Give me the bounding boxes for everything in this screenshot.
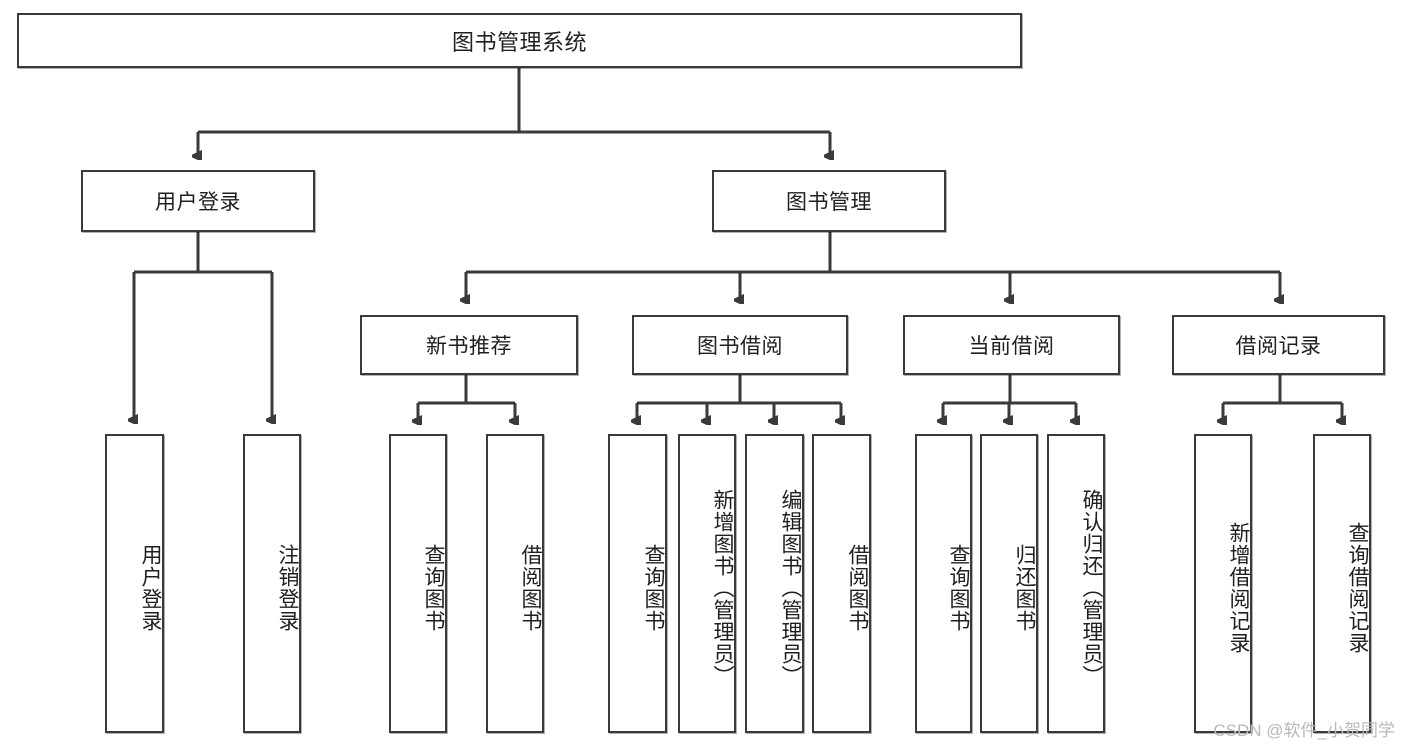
node-user-login[interactable]: 用户登录 <box>81 170 315 232</box>
node-root[interactable]: 图书管理系统 <box>17 13 1022 68</box>
node-leaf-current-confirm-return[interactable]: 确认归还（管理员） <box>1047 434 1105 733</box>
node-borrow-record[interactable]: 借阅记录 <box>1172 315 1385 375</box>
node-leaf-borrow-add-book[interactable]: 新增图书（管理员） <box>678 434 736 733</box>
node-leaf-borrow-query-book[interactable]: 查询图书 <box>608 434 667 733</box>
node-leaf-user-logout[interactable]: 注销登录 <box>243 434 301 733</box>
node-leaf-rec-query-book[interactable]: 查询图书 <box>389 434 447 733</box>
node-leaf-current-query-book[interactable]: 查询图书 <box>915 434 972 733</box>
node-leaf-rec-borrow-book[interactable]: 借阅图书 <box>486 434 544 733</box>
node-leaf-current-return-book[interactable]: 归还图书 <box>980 434 1038 733</box>
node-leaf-record-add[interactable]: 新增借阅记录 <box>1194 434 1252 733</box>
node-book-manage[interactable]: 图书管理 <box>712 170 946 232</box>
node-leaf-user-login[interactable]: 用户登录 <box>105 434 164 733</box>
node-current-borrow[interactable]: 当前借阅 <box>903 315 1120 375</box>
node-leaf-borrow-borrow-book[interactable]: 借阅图书 <box>812 434 871 733</box>
csdn-watermark: CSDN @软件_小贺同学 <box>1213 721 1395 740</box>
node-leaf-borrow-edit-book[interactable]: 编辑图书（管理员） <box>745 434 804 733</box>
node-new-book-rec[interactable]: 新书推荐 <box>360 315 578 375</box>
node-leaf-record-query[interactable]: 查询借阅记录 <box>1313 434 1371 733</box>
node-book-borrow[interactable]: 图书借阅 <box>632 315 848 375</box>
